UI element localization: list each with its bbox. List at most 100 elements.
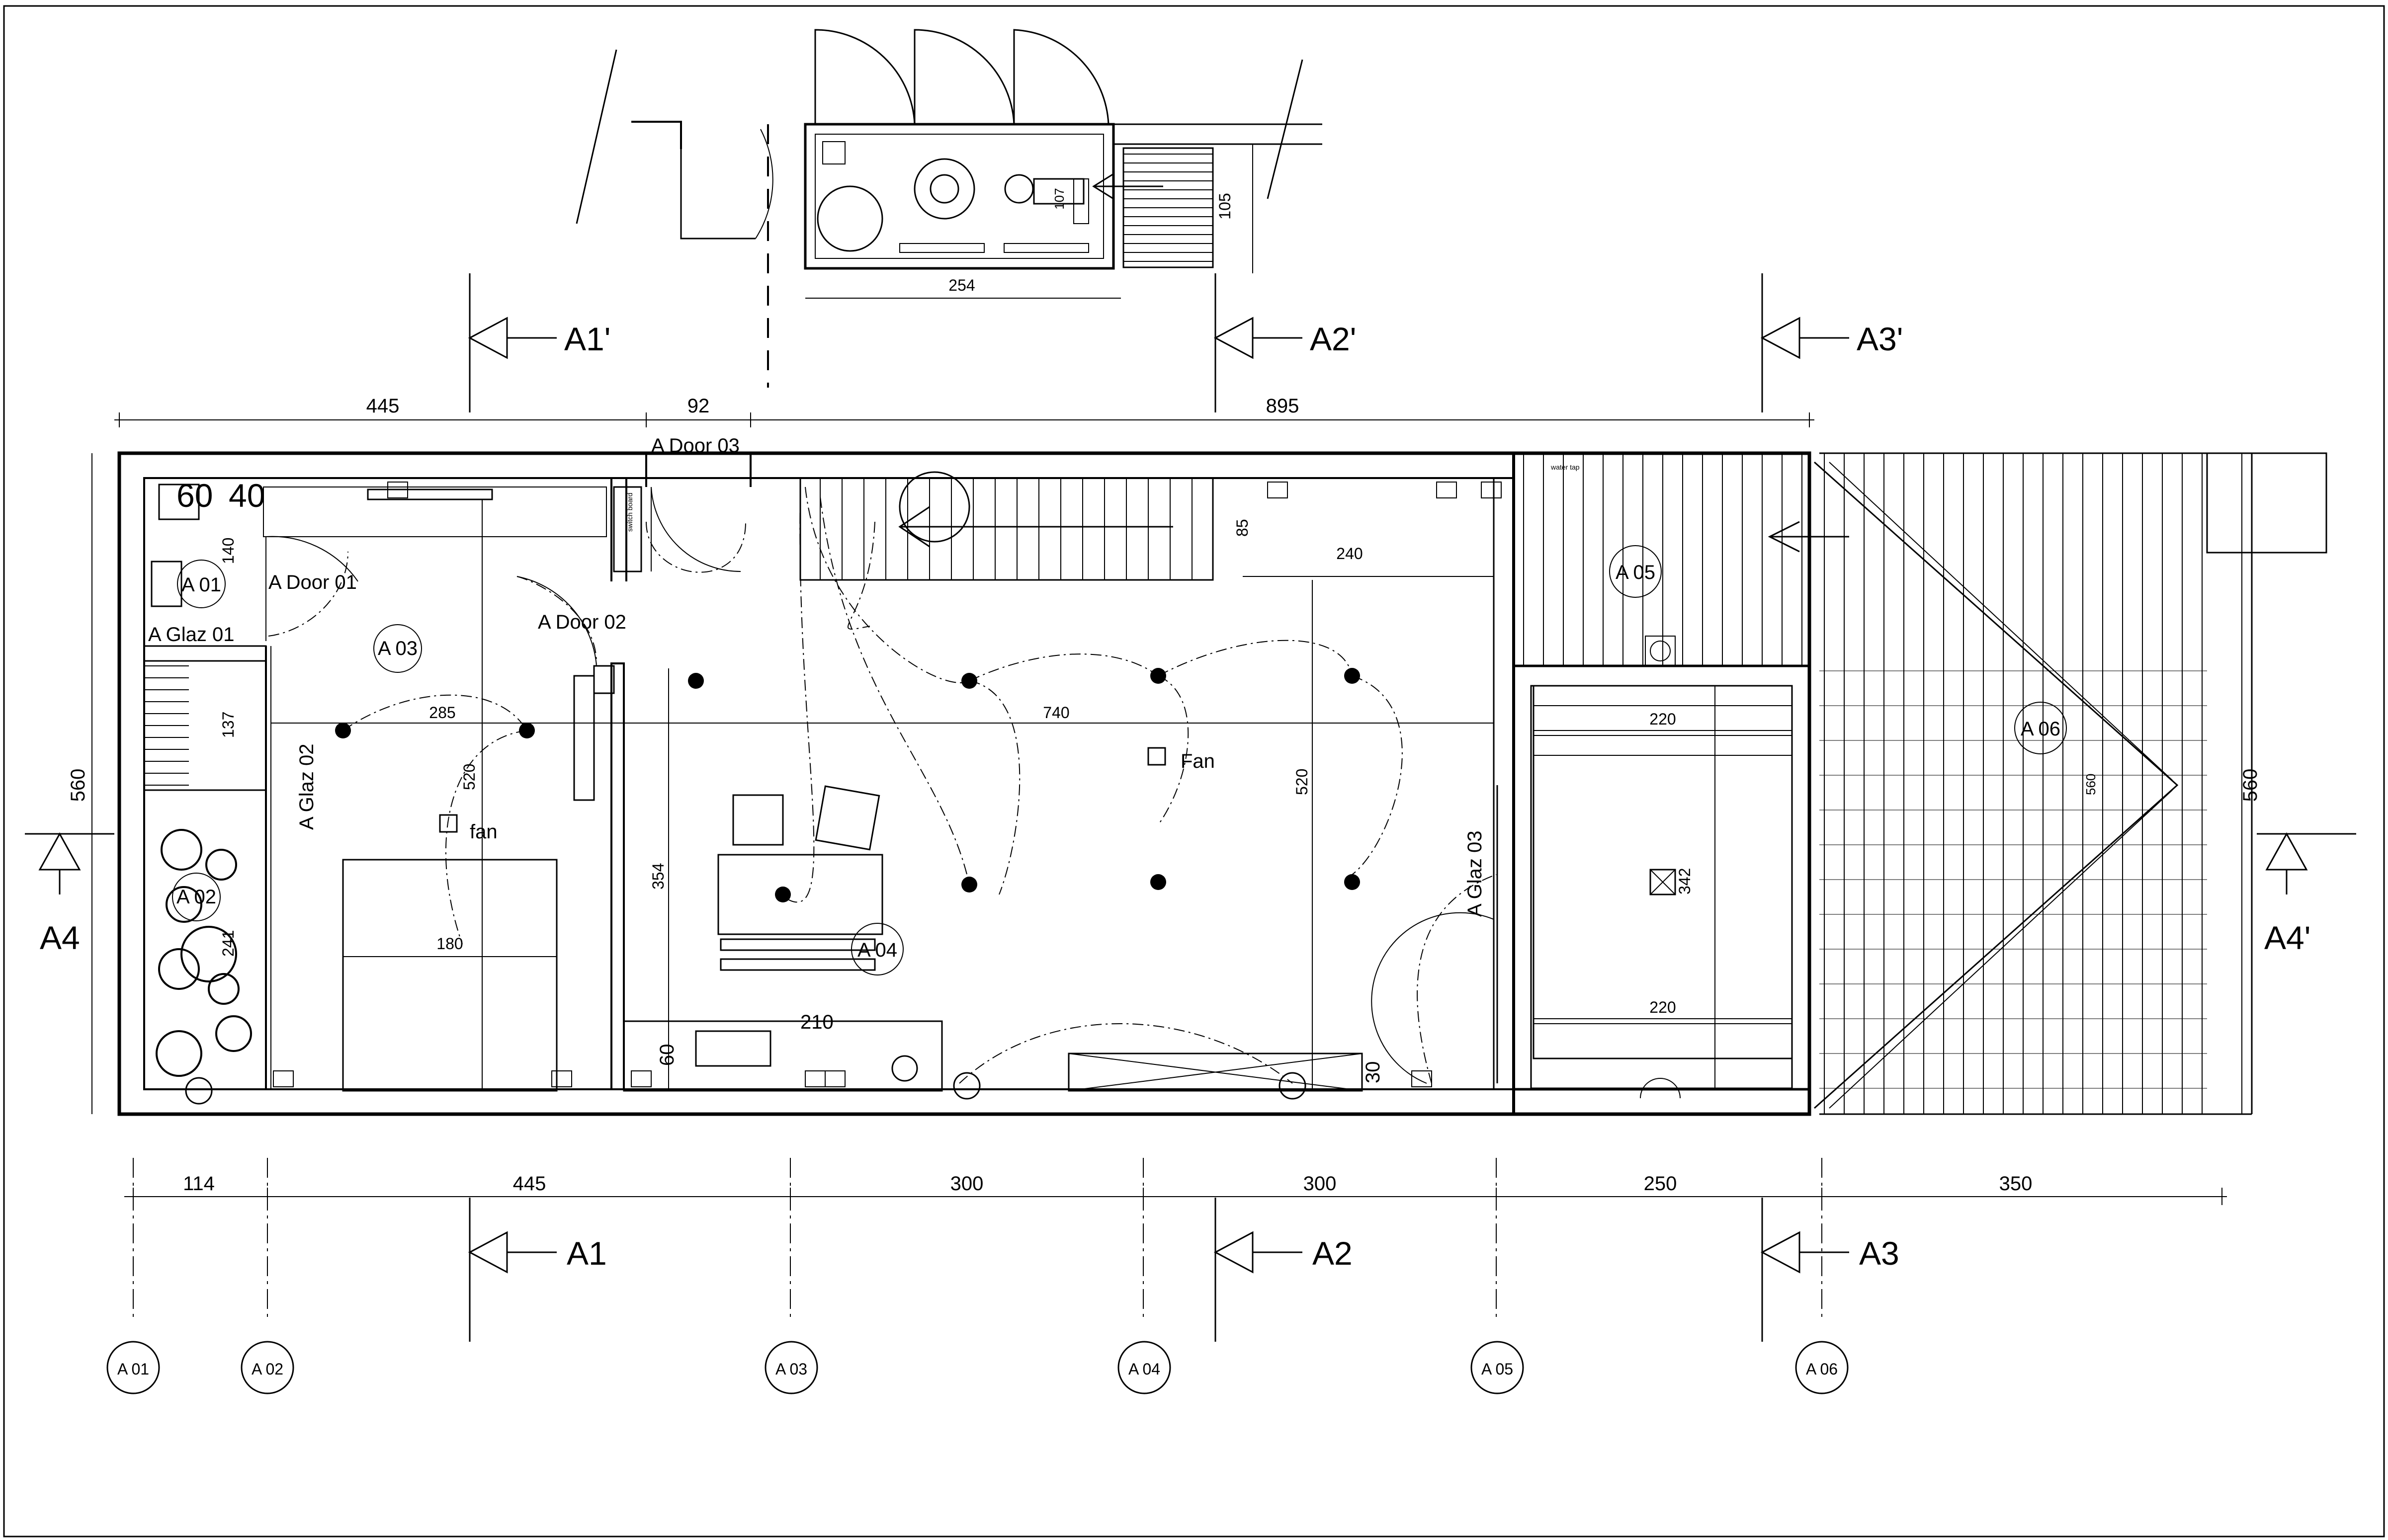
top-dimension-line [114,412,1814,427]
terrace-a06 [1768,452,2327,1115]
dim-354: 354 [649,863,667,890]
dim-60: 60 [656,1044,678,1066]
wc-basin [158,484,200,520]
side-dim-left: 560 [67,769,89,802]
fan-label-bedroom: fan [470,821,498,843]
section-markers-top [468,273,1849,412]
room-tag-a05: A 05 [1616,562,1655,583]
kitchen-counter [623,1020,943,1092]
fan-icon [1147,747,1166,766]
power-socket-icon [551,1070,572,1087]
grid-label-a06: A 06 [1806,1360,1838,1378]
upper-door-3 [1013,29,1109,125]
wall-light-icon [953,1072,981,1100]
light-fixtures [185,668,1360,1105]
grid-label-a05: A 05 [1481,1360,1513,1378]
dim-deck-560: 560 [2083,774,2098,795]
ceiling-light-icon [1150,874,1166,890]
dim-stair-137: 137 [219,712,237,738]
bottom-dim-300a: 300 [950,1173,984,1195]
wall-light-icon [185,1077,213,1105]
bottom-dim-445: 445 [513,1173,546,1195]
left-stair [143,660,267,791]
glazing-label-03: A Glaz 03 [1464,831,1486,917]
dim-room-285: 285 [429,704,455,722]
side-dim-right: 560 [2239,769,2261,802]
room-tag-circles [172,545,2067,975]
power-socket-icon [1481,482,1502,498]
door-label-01: A Door 01 [268,571,357,593]
power-socket-icon [825,1070,846,1087]
room-tag-a06: A 06 [2021,718,2060,740]
wiring-lines [268,486,1497,1084]
upper-unit-dim: 107 [1052,188,1067,209]
section-a4-prime: A4' [2264,919,2310,956]
dim-living-520: 520 [1293,769,1311,795]
section-a2: A2 [1312,1235,1353,1272]
bottom-dim-350: 350 [1999,1173,2033,1195]
top-dim-92: 92 [687,395,710,417]
dim-garden-241: 241 [219,930,237,957]
chair-2 [815,785,880,851]
upper-depth-dim: 105 [1216,193,1234,219]
bottom-dim-114: 114 [183,1173,215,1195]
dim-stair-85: 85 [1233,519,1251,537]
room-tag-a01: A 01 [181,574,221,596]
terrace-stair [2206,452,2327,554]
section-markers-side [25,453,2356,1114]
fan-label-living: Fan [1181,750,1215,772]
switch-board-label: switch board [626,492,634,532]
dim-stair-240: 240 [1336,545,1363,563]
upper-left-wall [631,121,682,149]
section-a3-prime: A3' [1857,321,1903,357]
ceiling-light-icon [688,673,704,689]
dim-wc-40: 40 [229,477,265,514]
room-tag-a02: A 02 [176,886,216,908]
power-socket-icon [1436,482,1457,498]
power-socket-icon [631,1070,652,1087]
power-socket-icon [1411,1070,1432,1087]
section-a1: A1 [567,1235,607,1272]
bottom-dim-300b: 300 [1303,1173,1337,1195]
glazing-label-01: A Glaz 01 [148,624,234,646]
power-socket-icon [273,1070,294,1087]
dim-living-740: 740 [1043,704,1069,722]
glazing-label-02: A Glaz 02 [296,744,318,830]
wall-light-icon [1279,1072,1306,1100]
garden-plants [156,829,252,1077]
dim-bed-180: 180 [436,935,463,953]
grid-bubbles [106,1341,1849,1394]
grid-label-a03: A 03 [775,1360,807,1378]
power-socket-icon [805,1070,826,1087]
dim-210: 210 [800,1011,834,1033]
bottom-dim-250: 250 [1644,1173,1677,1195]
power-socket-icon [387,482,408,498]
deck-boards-a05 [1523,453,1802,666]
dim-30: 30 [1362,1061,1384,1084]
dim-pool-220-bottom: 220 [1649,998,1676,1016]
pool [1533,685,1793,1059]
grid-label-a04: A 04 [1128,1360,1160,1378]
dim-pool-220-top: 220 [1649,710,1676,728]
inner-dimension-lines [271,453,2083,1114]
grid-label-a01: A 01 [117,1360,149,1378]
bed [342,859,558,1092]
dim-pool-342: 342 [1676,868,1694,894]
sofa [1068,1053,1363,1092]
door-label-03: A Door 03 [651,435,740,457]
ceiling-light-icon [775,887,791,902]
section-a3: A3 [1859,1235,1899,1272]
fan-icon [439,814,458,833]
main-stair [799,471,1214,581]
upper-door-leaf [680,149,756,240]
section-a4: A4 [40,919,80,956]
sockets [273,482,1502,1087]
door-swings [265,486,1681,1099]
dim-room-520: 520 [460,764,478,790]
dim-wc-60: 60 [176,477,213,514]
deck-boards-a06 [1819,453,2207,1114]
water-tap-label: water tap [1550,463,1580,471]
upper-room-outline [804,123,1115,270]
top-dim-895: 895 [1266,395,1299,417]
furniture [151,484,1363,1092]
